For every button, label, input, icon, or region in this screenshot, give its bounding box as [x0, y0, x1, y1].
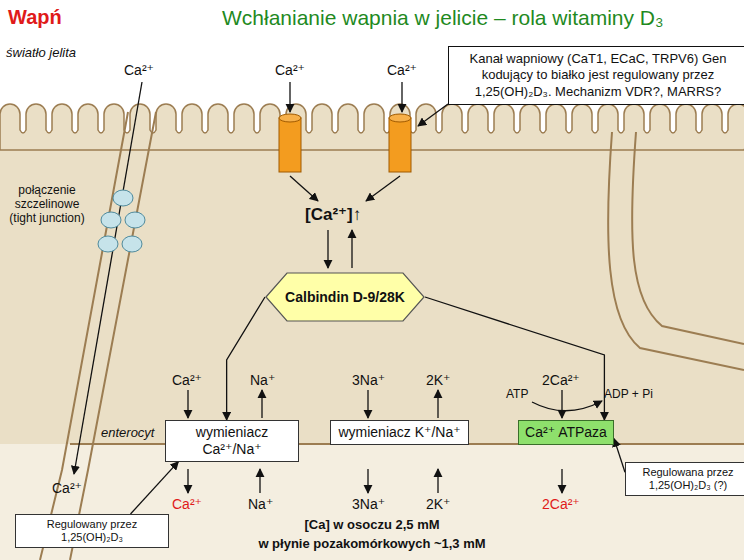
- transporter-box: wymieniacz Ca²⁺/Na⁺: [165, 420, 299, 462]
- paracellular-arrow: [74, 82, 142, 474]
- molecule-label: ADP + Pi: [604, 388, 653, 402]
- flow-arrow: [259, 469, 260, 493]
- microvilli: [0, 104, 744, 150]
- flow-arrow: [327, 230, 328, 268]
- note: [Ca] w osoczu 2,5 mM: [304, 518, 439, 533]
- connector: [227, 297, 265, 420]
- calcium-channel: [389, 118, 411, 172]
- flow-arrow: [366, 176, 400, 201]
- node-text: wymieniacz Ca²⁺/Na⁺: [170, 424, 294, 458]
- pump-box: Ca²⁺ ATPaza: [518, 420, 614, 445]
- ion-label: 2Ca²⁺: [542, 496, 580, 512]
- concentration-label: [Ca²⁺]↑: [305, 205, 361, 225]
- node-text: Kanał wapniowy (CaT1, ECaC, TRPV6) Gen k…: [455, 51, 741, 100]
- tight-junction-protein: [113, 190, 133, 206]
- cell-label: enterocyt: [101, 426, 154, 441]
- note-box: Regulowany przez 1,25(OH)₂D₃: [15, 514, 169, 548]
- ion-label: Ca²⁺: [172, 372, 202, 388]
- ion-label: Ca²⁺: [52, 480, 82, 496]
- flow-arrow: [561, 469, 562, 493]
- calcium-channel: [279, 118, 301, 172]
- flow-arrow: [261, 390, 262, 418]
- section-tag: Wapń: [8, 6, 62, 29]
- transporter-box: wymieniacz K⁺/Na⁺: [330, 420, 469, 445]
- ion-label: 2K⁺: [426, 372, 451, 388]
- molecule-label: ATP: [506, 388, 528, 402]
- flow-arrow: [289, 82, 290, 112]
- ion-label: Na⁺: [248, 496, 273, 512]
- node-text: Calbindin D-9/28K: [285, 289, 405, 305]
- ion-label: Ca²⁺: [387, 62, 417, 78]
- flow-arrow: [351, 230, 352, 268]
- node-text: Regulowany przez 1,25(OH)₂D₃: [20, 518, 164, 544]
- flow-arrow: [187, 390, 188, 418]
- ion-label: 3Na⁺: [352, 496, 385, 512]
- tight-junction-protein: [98, 236, 118, 252]
- protein-hexagon: Calbindin D-9/28K: [265, 272, 425, 322]
- tight-junction-protein: [122, 236, 142, 252]
- flow-arrow: [437, 390, 438, 418]
- lateral-membrane: [608, 132, 744, 370]
- note: w płynie pozakomórkowych ~1,3 mM: [258, 537, 485, 552]
- calcium-channel-top: [279, 114, 301, 122]
- region-label: światło jelita: [6, 46, 76, 61]
- node-text: wymieniacz K⁺/Na⁺: [335, 424, 464, 441]
- flow-arrow: [367, 469, 368, 493]
- node-text: Regulowana przez 1,25(OH)₂D₃ (?): [630, 466, 744, 492]
- lateral-membrane: [632, 132, 744, 344]
- hexagon-shape: [266, 273, 424, 321]
- flow-arrow: [437, 469, 438, 493]
- title: Wchłanianie wapnia w jelicie – rola wita…: [222, 6, 664, 30]
- ion-label: 3Na⁺: [352, 372, 385, 388]
- ion-label: Ca²⁺: [172, 496, 202, 512]
- tight-junction-protein: [125, 212, 145, 228]
- connector: [614, 439, 625, 473]
- flow-arrow: [561, 390, 562, 418]
- ion-label: 2K⁺: [426, 496, 451, 512]
- leader-line: [418, 104, 448, 126]
- atp-hydrolysis-arrow: [532, 401, 602, 411]
- flow-arrow: [367, 390, 368, 418]
- flow-arrow: [401, 82, 402, 112]
- flow-arrow: [290, 176, 318, 201]
- connector: [131, 462, 179, 514]
- connector: [425, 297, 604, 420]
- ion-label: 2Ca²⁺: [542, 372, 580, 388]
- node-text: Ca²⁺ ATPaza: [523, 424, 609, 441]
- structure-label: połączenie szczelinowe (tight junction): [1, 184, 93, 225]
- ion-label: Na⁺: [250, 372, 275, 388]
- callout-box: Kanał wapniowy (CaT1, ECaC, TRPV6) Gen k…: [448, 46, 744, 105]
- calcium-channel-top: [389, 114, 411, 122]
- flow-arrow: [187, 469, 188, 493]
- ion-label: Ca²⁺: [124, 62, 154, 78]
- tight-junction-protein: [101, 212, 121, 228]
- lateral-membrane: [70, 112, 156, 560]
- note-box: Regulowana przez 1,25(OH)₂D₃ (?): [625, 462, 744, 496]
- ion-label: Ca²⁺: [275, 62, 305, 78]
